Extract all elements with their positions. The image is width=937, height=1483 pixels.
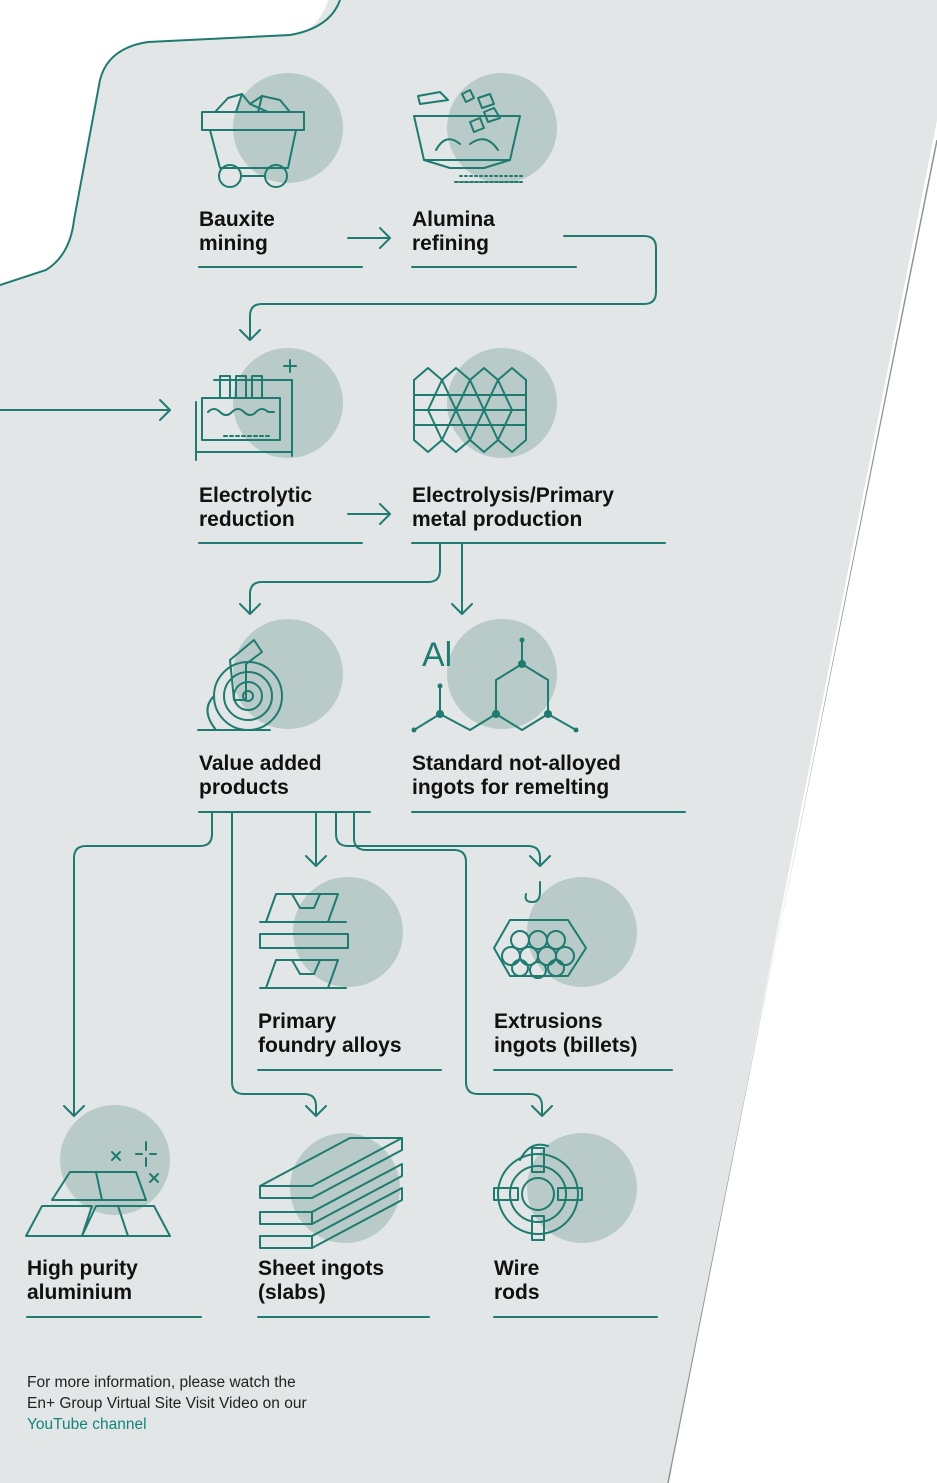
arrow-to-foundry-alloys (305, 811, 327, 867)
electrolytic-cell-icon (195, 359, 297, 461)
icon-bg-circle (447, 619, 557, 729)
step-electrolytic-reduction: Electrolytic reduction (199, 484, 312, 532)
step-foundry-alloys: Primary foundry alloys (258, 1010, 402, 1058)
arrow-to-slabs (231, 811, 327, 1117)
crystal-lattice-icon (413, 367, 527, 453)
arrow-external-to-electrolytic (0, 399, 171, 421)
mining-cart-icon (201, 93, 305, 188)
step-billets: Extrusions ingots (billets) (494, 1010, 638, 1058)
step-label-line: refining (412, 232, 489, 255)
arrow-bauxite-to-alumina (347, 227, 391, 249)
alumina-refining-icon (413, 89, 523, 183)
icon-bg-circle (60, 1105, 170, 1215)
step-label-line: Extrusions (494, 1010, 603, 1033)
icon-bg-circle (233, 348, 343, 458)
icon-bg-circle (233, 619, 343, 729)
step-label-line: (slabs) (258, 1281, 326, 1304)
ingot-stack-icon (259, 893, 349, 989)
step-standard-ingots: Standard not-alloyed ingots for remeltin… (412, 752, 621, 800)
arrow-electrolytic-to-primary (347, 503, 391, 525)
footer-note: For more information, please watch the E… (27, 1372, 307, 1435)
al-symbol: Al (422, 636, 452, 674)
arrow-primary-to-value-added (239, 543, 441, 615)
icon-bg-circle (447, 348, 557, 458)
arrow-to-wire-rods (353, 811, 553, 1117)
step-label-line: Electrolytic (199, 484, 313, 507)
step-label-line: Primary (258, 1010, 337, 1033)
wire-coil-icon (493, 1143, 583, 1241)
step-value-added: Value added products (199, 752, 322, 800)
step-label-line: Value added (199, 752, 322, 775)
step-label-line: aluminium (27, 1281, 133, 1304)
step-label-line: products (199, 776, 289, 799)
step-label-line: mining (199, 232, 268, 255)
panel-outline (0, 0, 341, 286)
step-label-line: High purity (27, 1257, 138, 1280)
al-molecule-icon: Al (411, 636, 579, 733)
icon-bg-circle (447, 73, 557, 183)
step-label-line: Wire (494, 1257, 540, 1280)
step-label-line: rods (494, 1281, 540, 1304)
step-label-line: foundry alloys (258, 1034, 402, 1057)
billet-bundle-icon (493, 881, 587, 979)
step-high-purity: High purity aluminium (27, 1257, 138, 1305)
step-primary-metal: Electrolysis/Primary metal production (412, 484, 614, 532)
label-underlines (26, 266, 686, 1318)
step-label-line: Bauxite (199, 208, 275, 231)
step-bauxite-mining: Bauxite mining (199, 208, 275, 256)
footer-line: En+ Group Virtual Site Visit Video on ou… (27, 1395, 307, 1412)
step-slabs: Sheet ingots (slabs) (258, 1257, 384, 1305)
footer-line: For more information, please watch the (27, 1374, 296, 1391)
step-alumina-refining: Alumina refining (412, 208, 495, 256)
step-label-line: ingots (billets) (494, 1034, 638, 1057)
step-label-line: Electrolysis/Primary (412, 484, 614, 507)
foil-roll-icon (197, 639, 283, 731)
arrow-primary-to-ingots (451, 543, 473, 615)
step-label-line: metal production (412, 508, 583, 531)
step-label-line: ingots for remelting (412, 776, 610, 799)
slab-stack-icon (259, 1137, 403, 1249)
icon-bg-circle (290, 1133, 400, 1243)
step-label-line: Standard not-alloyed (412, 752, 621, 775)
arrow-alumina-to-electrolytic (239, 235, 657, 341)
youtube-channel-link[interactable]: YouTube channel (27, 1416, 147, 1433)
sparkling-ingots-icon (25, 1141, 171, 1237)
arrow-to-billets (335, 811, 551, 867)
step-label-line: reduction (199, 508, 295, 531)
flow-connectors (0, 227, 657, 1117)
step-label-line: Alumina (412, 208, 495, 231)
step-wire-rods: Wire rods (494, 1257, 540, 1305)
step-label-line: Sheet ingots (258, 1257, 385, 1280)
arrow-to-high-purity (63, 811, 213, 1117)
